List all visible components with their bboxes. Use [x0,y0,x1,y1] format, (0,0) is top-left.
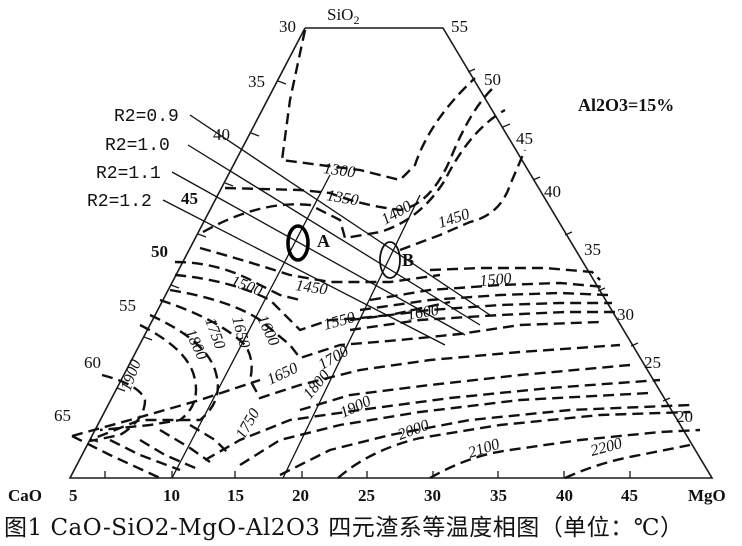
r2-1.2-label: R2=1.2 [87,192,152,212]
vertex-label-mgo: MgO [688,486,726,505]
al2o3-condition-label: Al2O3=15% [578,95,674,115]
svg-text:65: 65 [54,406,71,425]
diagram-frame [68,27,714,479]
right-axis-ticks [467,68,671,402]
r2-1.0-label: R2=1.0 [105,136,170,156]
svg-text:45: 45 [621,486,638,505]
bottom-tick-labels: 5 10 15 20 25 30 35 40 45 [69,486,638,505]
svg-text:1900: 1900 [118,357,145,393]
svg-text:20: 20 [292,486,309,505]
vertex-label-sio2: SiO2 [327,5,359,27]
svg-text:35: 35 [584,240,601,259]
svg-text:45: 45 [181,189,198,208]
svg-text:45: 45 [516,129,533,148]
svg-text:5: 5 [69,486,78,505]
svg-text:50: 50 [484,70,501,89]
svg-text:1350: 1350 [325,187,359,209]
svg-text:60: 60 [84,353,101,372]
svg-text:1650: 1650 [228,315,253,350]
svg-text:1650: 1650 [265,360,301,389]
right-tick-labels: 50 45 40 35 30 25 20 [484,70,693,426]
svg-text:1500: 1500 [479,270,512,290]
svg-text:25: 25 [644,353,661,372]
top-left-value: 30 [279,17,296,36]
svg-text:30: 30 [617,305,634,324]
svg-text:55: 55 [119,296,136,315]
svg-text:40: 40 [213,125,230,144]
point-a-ellipse [286,224,310,262]
point-b-ellipse [379,241,401,279]
r2-1.1-label: R2=1.1 [96,164,161,184]
basicity-line-labels: R2=0.9 R2=1.0 R2=1.1 R2=1.2 [87,107,179,212]
point-b-label: B [402,250,414,270]
basicity-lines [162,114,491,346]
bottom-axis-ticks [104,471,631,478]
vertex-label-cao: CaO [8,486,42,505]
svg-text:30: 30 [424,486,441,505]
r2-0.9-label: R2=0.9 [114,107,179,127]
point-a-label: A [317,231,330,251]
svg-text:40: 40 [556,486,573,505]
svg-text:20: 20 [676,407,693,426]
svg-text:35: 35 [248,72,265,91]
svg-text:2100: 2100 [466,436,502,462]
svg-text:1750: 1750 [233,406,264,442]
top-right-value: 55 [451,17,468,36]
svg-text:1450: 1450 [294,277,328,298]
svg-text:1400: 1400 [379,198,415,229]
figure-caption: 图1 CaO-SiO2-MgO-Al2O3 四元渣系等温度相图（单位：℃） [4,515,684,541]
svg-text:1500: 1500 [229,273,265,300]
svg-text:2200: 2200 [589,435,624,460]
svg-text:1600: 1600 [253,313,282,349]
svg-text:25: 25 [358,486,375,505]
svg-text:35: 35 [490,486,507,505]
svg-text:1300: 1300 [322,160,356,181]
svg-text:50: 50 [151,242,168,261]
isotherm-curves [71,29,701,480]
svg-text:15: 15 [227,486,244,505]
svg-text:10: 10 [163,486,180,505]
guide-lines [171,174,421,479]
svg-text:40: 40 [544,182,561,201]
